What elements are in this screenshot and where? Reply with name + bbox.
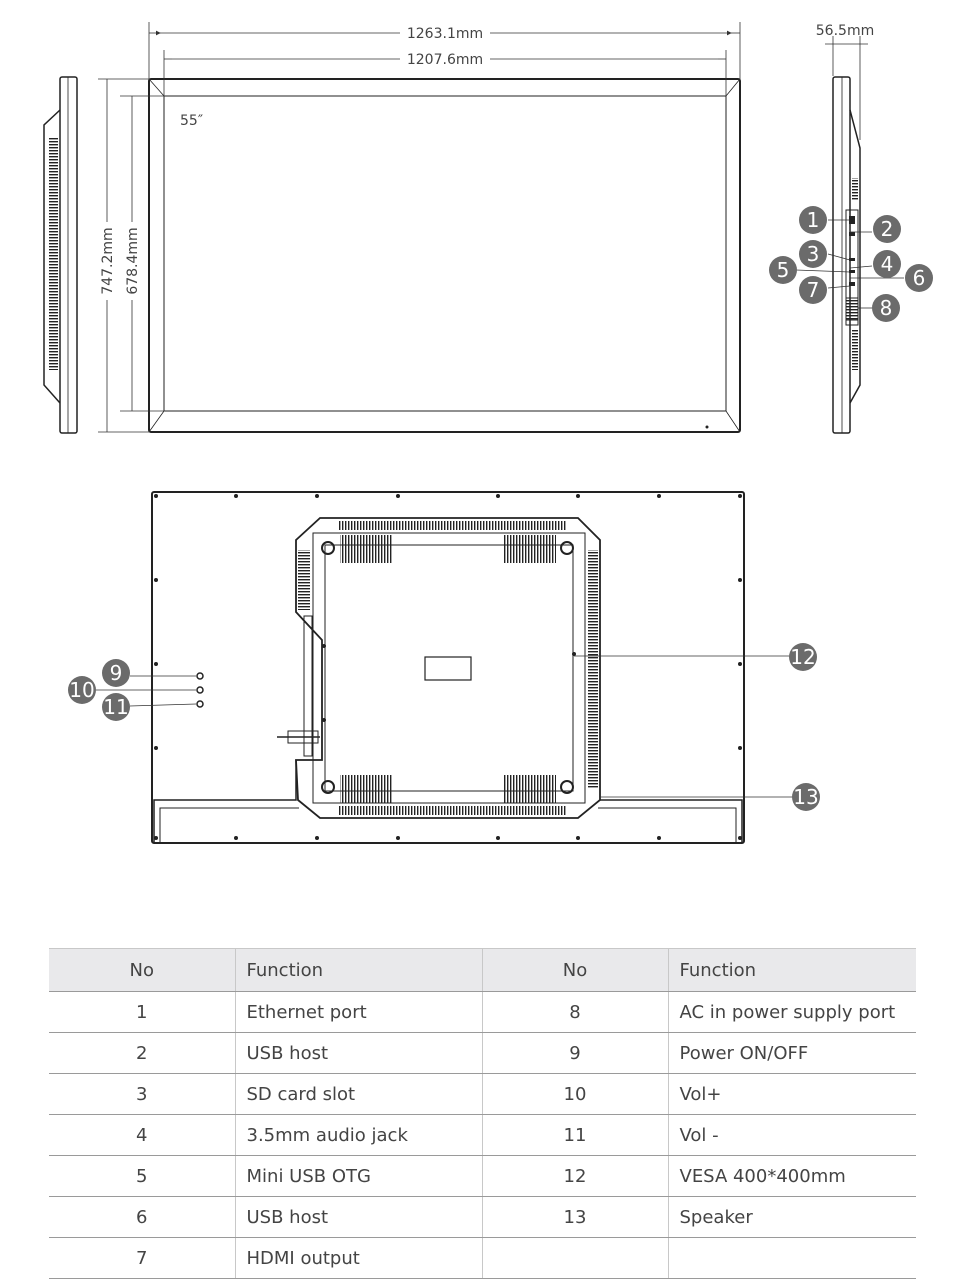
outer-width-label: 1263.1mm — [407, 26, 483, 42]
svg-text:2: 2 — [881, 217, 894, 241]
technical-drawing: 1263.1mm 1207.6mm 747.2mm 678.4mm 55″ — [43, 22, 933, 844]
table-cell-fn2: Speaker — [667, 1196, 916, 1238]
inner-height-label: 678.4mm — [125, 227, 141, 294]
table-cell-fn2: VESA 400*400mm — [667, 1155, 916, 1197]
callout-9: 9 — [102, 659, 130, 687]
table-cell-fn1: HDMI output — [234, 1237, 482, 1279]
screen-size-label: 55″ — [180, 113, 203, 129]
svg-text:1: 1 — [807, 208, 820, 232]
table-cell-no2: 10 — [481, 1073, 668, 1115]
table-cell-no1: 5 — [49, 1155, 235, 1197]
table-cell-no2: 12 — [481, 1155, 668, 1197]
table-cell-no2: 8 — [481, 991, 668, 1033]
callout-1: 1 — [799, 206, 827, 234]
height-dimensions: 747.2mm 678.4mm — [98, 78, 165, 433]
table-cell-fn2: Power ON/OFF — [667, 1032, 916, 1074]
table-cell-no1: 2 — [49, 1032, 235, 1074]
svg-text:12: 12 — [790, 645, 815, 669]
header-no-2: No — [481, 948, 668, 992]
svg-text:11: 11 — [103, 695, 128, 719]
table-cell-no2: 13 — [481, 1196, 668, 1238]
table-cell-fn1: USB host — [234, 1196, 482, 1238]
width-dimensions: 1263.1mm 1207.6mm — [148, 22, 741, 96]
header-no-1: No — [49, 948, 235, 992]
back-view — [151, 491, 745, 844]
front-view — [148, 78, 741, 433]
callout-2: 2 — [873, 215, 901, 243]
svg-text:6: 6 — [913, 266, 926, 290]
table-cell-no1: 4 — [49, 1114, 235, 1156]
table-cell-fn2: AC in power supply port — [667, 991, 916, 1033]
svg-text:5: 5 — [777, 258, 790, 282]
depth-label: 56.5mm — [816, 23, 874, 39]
inner-width-label: 1207.6mm — [407, 52, 483, 68]
callout-5: 5 — [769, 256, 797, 284]
table-cell-fn1: Ethernet port — [234, 991, 482, 1033]
callout-12: 12 — [789, 643, 817, 671]
callout-11: 11 — [102, 693, 130, 721]
callout-6: 6 — [905, 264, 933, 292]
svg-text:7: 7 — [807, 278, 820, 302]
table-cell-fn2: Vol - — [667, 1114, 916, 1156]
svg-text:9: 9 — [110, 661, 123, 685]
callout-4: 4 — [873, 250, 901, 278]
svg-text:3: 3 — [807, 242, 820, 266]
table-cell-fn1: USB host — [234, 1032, 482, 1074]
callout-10: 10 — [68, 676, 96, 704]
svg-text:4: 4 — [881, 252, 894, 276]
outer-height-label: 747.2mm — [100, 227, 116, 294]
table-cell-no1: 6 — [49, 1196, 235, 1238]
svg-text:8: 8 — [880, 296, 893, 320]
table-cell-no1: 3 — [49, 1073, 235, 1115]
table-cell-fn1: 3.5mm audio jack — [234, 1114, 482, 1156]
left-side-view — [43, 76, 78, 434]
header-function-1: Function — [234, 948, 482, 992]
svg-text:10: 10 — [69, 678, 94, 702]
callout-3: 3 — [799, 240, 827, 268]
table-cell-no2 — [481, 1237, 668, 1279]
side-callout-leaders — [795, 219, 904, 309]
header-function-2: Function — [667, 948, 916, 992]
callout-8: 8 — [872, 294, 900, 322]
table-cell-no2: 11 — [481, 1114, 668, 1156]
callout-7: 7 — [799, 276, 827, 304]
table-cell-no2: 9 — [481, 1032, 668, 1074]
table-cell-fn2 — [667, 1237, 916, 1279]
right-side-view: 56.5mm — [816, 23, 874, 434]
table-cell-fn1: SD card slot — [234, 1073, 482, 1115]
callout-13: 13 — [792, 783, 820, 811]
table-cell-fn2: Vol+ — [667, 1073, 916, 1115]
table-cell-fn1: Mini USB OTG — [234, 1155, 482, 1197]
back-callout-leaders — [96, 655, 794, 798]
svg-text:13: 13 — [793, 785, 818, 809]
table-cell-no1: 1 — [49, 991, 235, 1033]
table-cell-no1: 7 — [49, 1237, 235, 1279]
table-header-row: No Function No Function — [49, 948, 916, 992]
